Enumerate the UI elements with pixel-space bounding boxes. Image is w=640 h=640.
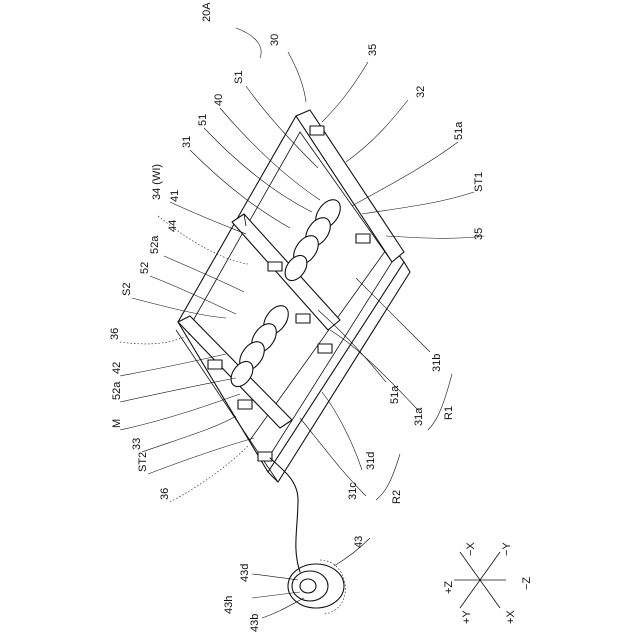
label-35-right: 35 [473, 228, 485, 240]
axis-minus-z: −Z [521, 577, 533, 590]
coil-upper [281, 195, 346, 284]
label-52a-bottom: 52a [111, 381, 123, 400]
label-35-top: 35 [367, 44, 379, 56]
label-r1: R1 [443, 406, 455, 420]
label-33: 33 [131, 438, 143, 450]
tray-body [176, 116, 410, 482]
lead-wire [270, 458, 300, 572]
axis-minus-x: −X [465, 542, 477, 556]
label-st2: ST2 [137, 452, 149, 472]
label-51a-bottom: 51a [389, 385, 401, 404]
label-32: 32 [415, 86, 427, 98]
label-51: 51 [197, 114, 209, 126]
label-42: 42 [111, 362, 123, 374]
label-31a: 31a [413, 407, 425, 426]
label-20a: 20A [201, 2, 213, 22]
label-s1: S1 [233, 71, 245, 84]
axis-plus-y: +Y [461, 610, 473, 624]
axis-compass: −X −Y +Z −Z +Y +X [443, 542, 533, 624]
label-31b: 31b [431, 354, 443, 372]
axis-plus-z: +Z [443, 581, 455, 594]
spool [288, 560, 345, 614]
label-51a-top: 51a [453, 121, 465, 140]
label-41: 41 [169, 190, 181, 202]
label-st1: ST1 [473, 172, 485, 192]
label-31: 31 [181, 136, 193, 148]
label-r2: R2 [391, 490, 403, 504]
label-43: 43 [353, 536, 365, 548]
label-52: 52 [139, 262, 151, 274]
label-43d: 43d [239, 564, 251, 582]
label-s2: S2 [121, 283, 133, 296]
label-m: M [111, 419, 123, 428]
coil-lower [227, 301, 294, 390]
label-44: 44 [167, 220, 179, 232]
axis-minus-y: −Y [501, 542, 513, 556]
label-43h: 43h [223, 596, 235, 614]
label-40: 40 [213, 94, 225, 106]
label-36-upper: 36 [109, 328, 121, 340]
label-31d: 31d [365, 452, 377, 470]
label-31c: 31c [347, 482, 359, 500]
axis-plus-x: +X [505, 610, 517, 624]
label-30: 30 [269, 34, 281, 46]
label-52a-top: 52a [149, 235, 161, 254]
label-34-wi: 34 (WI) [151, 164, 163, 200]
label-36-lower: 36 [159, 488, 171, 500]
label-43b: 43b [249, 614, 261, 632]
